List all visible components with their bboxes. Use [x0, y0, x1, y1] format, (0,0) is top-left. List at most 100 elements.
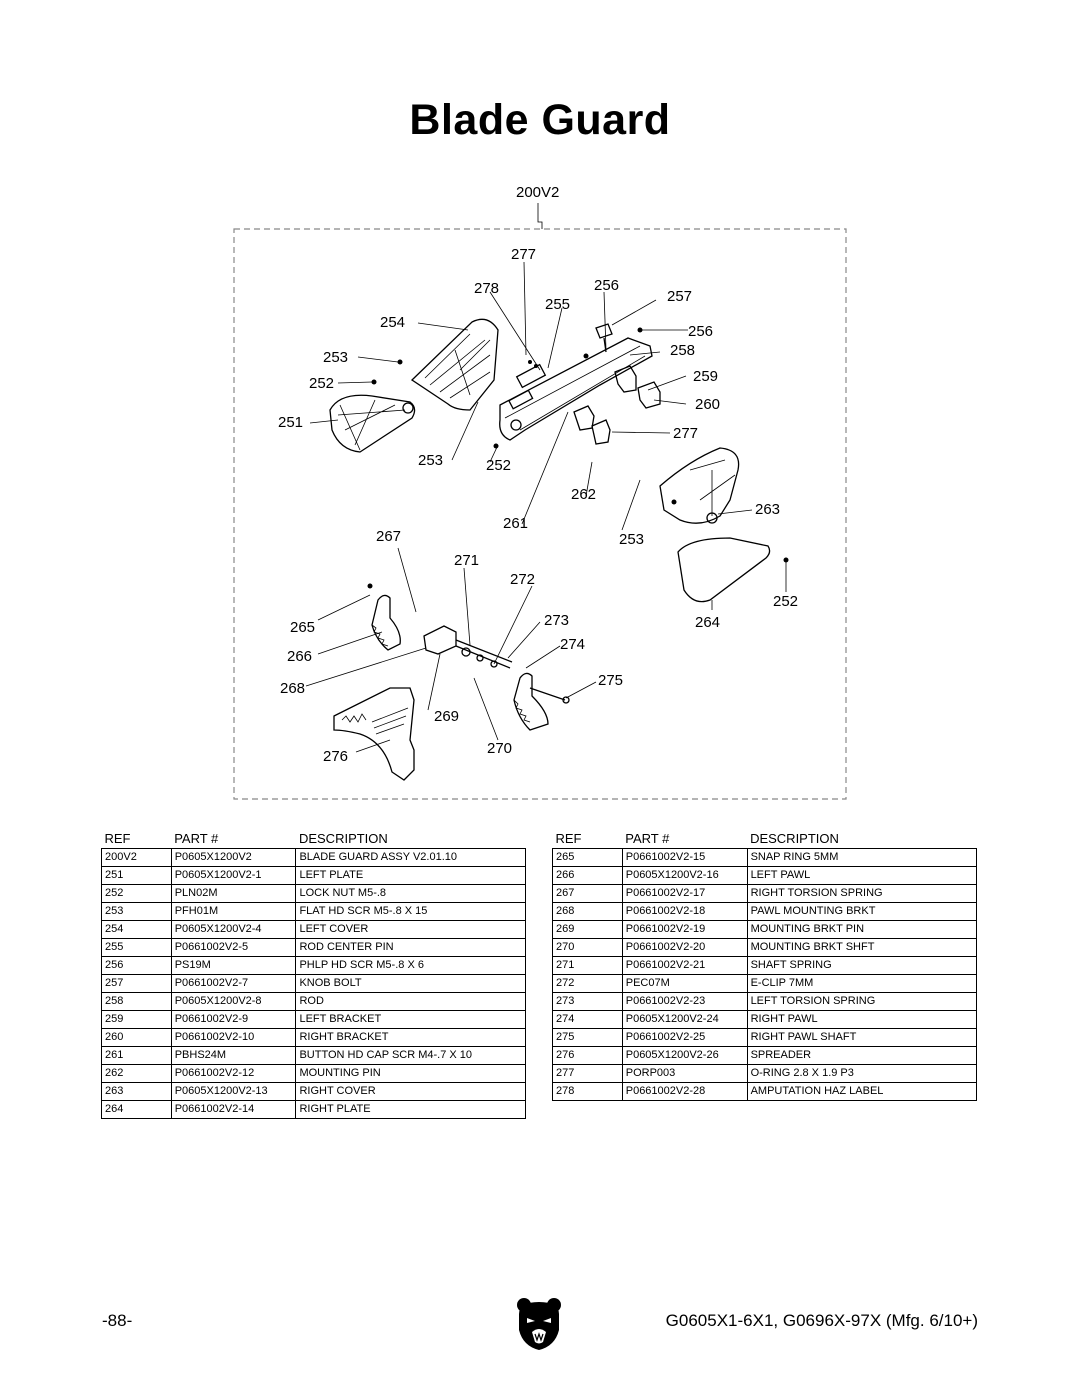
callout: 264: [695, 614, 720, 631]
description-cell: AMPUTATION HAZ LABEL: [746, 1082, 978, 1101]
description-cell: RIGHT TORSION SPRING: [746, 884, 978, 903]
callout: 253: [619, 531, 644, 548]
ref-cell: 276: [552, 1046, 623, 1065]
description-cell: LEFT TORSION SPRING: [746, 992, 978, 1011]
callout-numbers: 277 278 256 257 255 254 256 258 253 259 …: [278, 246, 798, 765]
callout: 275: [598, 672, 623, 689]
description-cell: RIGHT PAWL SHAFT: [746, 1028, 978, 1047]
description-cell: SNAP RING 5MM: [746, 848, 978, 867]
right-bracket: [637, 381, 661, 409]
right-pawl-shaft: [529, 687, 570, 704]
callout: 253: [323, 349, 348, 366]
description-cell: BLADE GUARD ASSY V2.01.10: [295, 848, 526, 867]
description-cell: RIGHT BRACKET: [295, 1028, 526, 1047]
ref-cell: 252: [101, 884, 172, 903]
callout: 251: [278, 414, 303, 431]
description-cell: LOCK NUT M5-.8: [295, 884, 526, 903]
description-cell: BUTTON HD CAP SCR M4-.7 X 10: [295, 1046, 526, 1065]
part-number-cell: P0661002V2-19: [621, 920, 748, 939]
part-number-cell: P0661002V2-23: [621, 992, 748, 1011]
spreader: [333, 687, 415, 781]
part-number-cell: PS19M: [170, 956, 297, 975]
callout: 276: [323, 748, 348, 765]
mounting-bracket-shaft: [423, 625, 513, 669]
callout: 269: [434, 708, 459, 725]
ref-cell: 263: [101, 1082, 172, 1101]
part-number-cell: P0605X1200V2-16: [621, 866, 748, 885]
description-cell: ROD: [295, 992, 526, 1011]
description-cell: RIGHT COVER: [295, 1082, 526, 1101]
description-cell: PAWL MOUNTING BRKT: [746, 902, 978, 921]
part-number-cell: P0661002V2-10: [170, 1028, 297, 1047]
callout: 256: [594, 277, 619, 294]
callout: 266: [287, 648, 312, 665]
part-number-cell: PFH01M: [170, 902, 297, 921]
ref-cell: 275: [552, 1028, 623, 1047]
ref-cell: 266: [552, 866, 623, 885]
callout: 253: [418, 452, 443, 469]
callout: 252: [486, 457, 511, 474]
ref-cell: 259: [101, 1010, 172, 1029]
part-number-cell: P0605X1200V2: [170, 848, 297, 867]
part-number-cell: PBHS24M: [170, 1046, 297, 1065]
description-cell: ROD CENTER PIN: [295, 938, 526, 957]
callout: 278: [474, 280, 499, 297]
mounting-brackets: [573, 405, 611, 445]
left-plate: [329, 394, 416, 453]
exploded-parts-diagram: 200V2: [233, 184, 847, 800]
part-number-cell: P0661002V2-25: [621, 1028, 748, 1047]
part-number-cell: P0605X1200V2-4: [170, 920, 297, 939]
ref-cell: 261: [101, 1046, 172, 1065]
callout: 257: [667, 288, 692, 305]
ref-cell: 260: [101, 1028, 172, 1047]
col-description-header: DESCRIPTION: [750, 831, 839, 846]
ref-cell: 256: [101, 956, 172, 975]
right-plate: [677, 537, 771, 603]
page-title: Blade Guard: [409, 96, 671, 144]
description-cell: PHLP HD SCR M5-.8 X 6: [295, 956, 526, 975]
callout: 261: [503, 515, 528, 532]
ref-cell: 258: [101, 992, 172, 1011]
callout: 277: [673, 425, 698, 442]
callout: 274: [560, 636, 585, 653]
ref-cell: 269: [552, 920, 623, 939]
description-cell: MOUNTING BRKT SHFT: [746, 938, 978, 957]
ref-cell: 272: [552, 974, 623, 993]
part-number-cell: P0661002V2-20: [621, 938, 748, 957]
table-header-row: REF PART # DESCRIPTION: [553, 830, 977, 849]
callout: 268: [280, 680, 305, 697]
callout: 265: [290, 619, 315, 636]
description-cell: LEFT COVER: [295, 920, 526, 939]
description-cell: FLAT HD SCR M5-.8 X 15: [295, 902, 526, 921]
ref-cell: 257: [101, 974, 172, 993]
left-cover: [410, 318, 499, 411]
right-pawl: [513, 672, 549, 731]
part-number-cell: PORP003: [621, 1064, 748, 1083]
ref-cell: 200V2: [101, 848, 172, 867]
grizzly-bear-logo-icon: [517, 1298, 561, 1350]
part-number-cell: P0661002V2-7: [170, 974, 297, 993]
description-cell: MOUNTING PIN: [295, 1064, 526, 1083]
col-ref-header: REF: [555, 831, 582, 846]
callout: 258: [670, 342, 695, 359]
callout: 267: [376, 528, 401, 545]
fasteners: [367, 327, 789, 589]
part-number-cell: P0605X1200V2-26: [621, 1046, 748, 1065]
